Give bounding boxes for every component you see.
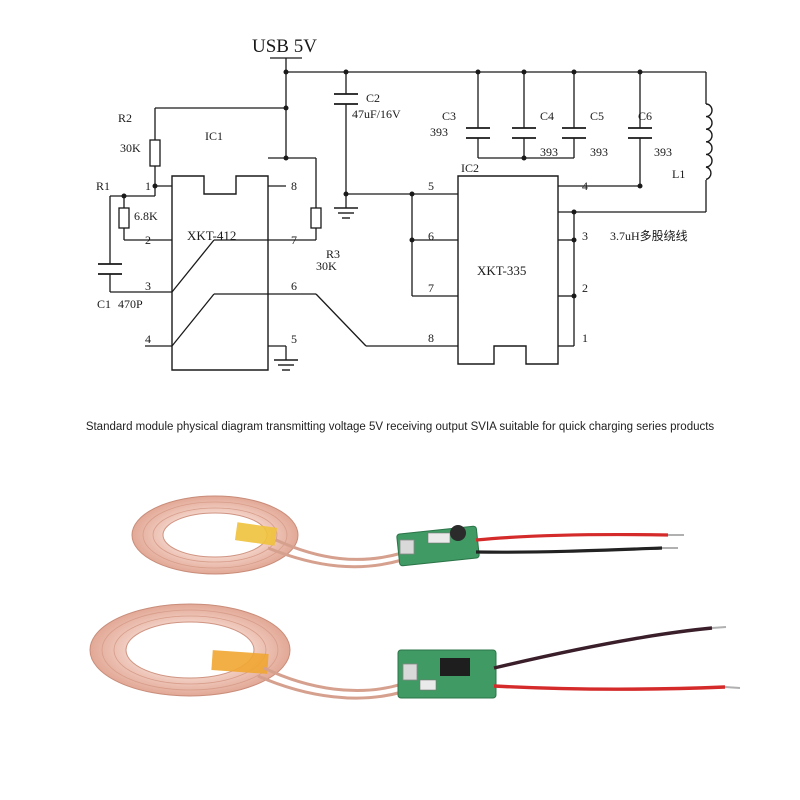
ic1-pin-2: 2 [145,233,151,247]
ic1-pin-1: 1 [145,179,151,193]
c6-value: 393 [654,145,672,159]
ic1-body [171,175,269,371]
supply-label: USB 5V [252,36,317,57]
c1-ref: C1 [97,297,111,311]
r2-ref: R2 [118,111,132,125]
ic2-pin-8: 8 [428,331,434,345]
inductor-coil [705,103,713,181]
resistor-bodies [118,139,322,229]
c4-value: 393 [540,145,558,159]
ic2-pin-3: 3 [582,229,588,243]
r1-value: 6.8K [134,209,158,223]
c3-value: 393 [430,125,448,139]
kapton-tape [211,650,269,674]
ic1-ref: IC1 [205,129,223,143]
ic2-pin-1: 1 [582,331,588,345]
ic1-pin-3: 3 [145,279,151,293]
inductor-component [450,525,466,541]
r2-value: 30K [120,141,141,155]
ic2-part: XKT-335 [477,263,526,278]
c3-ref: C3 [442,109,456,123]
ic1-pin-6: 6 [291,279,297,293]
black-wire [493,626,713,670]
r3-ref: R3 [326,247,340,261]
c6-ref: C6 [638,109,652,123]
receiver-module-upper [131,495,684,575]
module-photo [89,495,741,700]
junction-dots [121,69,643,299]
ic1-pin-8: 8 [291,179,297,193]
c1-value: 470P [118,297,143,311]
ic2-body [457,175,559,365]
ic1-pin-5: 5 [291,332,297,346]
ic1-pin-4: 4 [145,332,151,346]
ic2-pin-7: 7 [428,281,434,295]
schematic-wires [109,57,707,360]
c2-value: 47uF/16V [352,107,401,121]
red-wire [493,684,726,691]
ic2-pin-6: 6 [428,229,434,243]
black-wire [475,546,663,554]
l1-value: 3.7uH多股绕线 [610,229,688,243]
caption-text: Standard module physical diagram transmi… [85,421,715,433]
ic2-pin-4: 4 [582,179,588,193]
receiver-module-lower [89,603,741,700]
ic1-part: XKT-412 [187,228,236,243]
capacitor-plates [98,93,652,275]
ic2-pin-2: 2 [582,281,588,295]
ic2-pin-5: 5 [428,179,434,193]
c5-value: 393 [590,145,608,159]
ic2-ref: IC2 [461,161,479,175]
kapton-tape [234,522,278,546]
c4-ref: C4 [540,109,554,123]
ic1-pin-7: 7 [291,233,297,247]
circuit-schematic: USB 5V IC1 XKT-412 IC2 XKT-335 R2 30K R1… [96,36,713,371]
red-wire [475,532,669,542]
ic-chip [440,658,470,676]
r1-ref: R1 [96,179,110,193]
c2-ref: C2 [366,91,380,105]
c5-ref: C5 [590,109,604,123]
l1-ref: L1 [672,167,685,181]
r3-value: 30K [316,259,337,273]
ground-icon [274,207,358,371]
